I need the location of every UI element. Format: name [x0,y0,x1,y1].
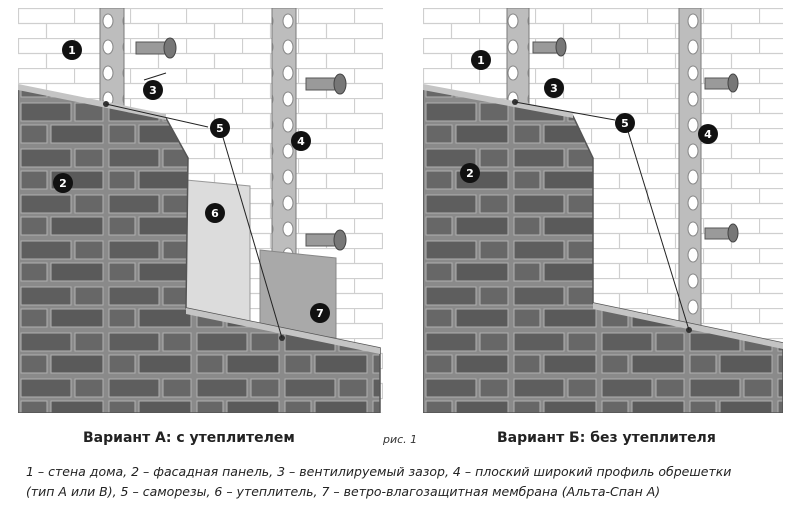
svg-text:4: 4 [297,135,305,148]
legend-line: (тип А или В), 5 – саморезы, 6 – утеплит… [26,484,661,499]
panel-top-edge [18,84,166,120]
wall-bracket [305,73,347,95]
variant-b-caption: Вариант Б: без утеплителя [497,430,716,446]
marker-7: 7 [310,303,330,323]
marker-4: 4 [698,124,718,144]
profile-strip [678,8,702,331]
marker-2: 2 [460,163,480,183]
variant-a-caption: Вариант А: с утеплителем [83,430,295,446]
marker-1: 1 [471,50,491,70]
svg-text:4: 4 [704,128,712,141]
variant-b-drawing: 1 2 3 4 5 [423,8,788,413]
wall-bracket [704,223,739,243]
svg-text:2: 2 [466,167,474,180]
marker-4: 4 [291,131,311,151]
svg-text:7: 7 [316,307,324,320]
insulation-block [185,179,251,329]
marker-3: 3 [544,78,564,98]
svg-text:3: 3 [550,82,558,95]
marker-2: 2 [53,173,73,193]
panel-top-edge [186,308,380,354]
wall-bracket [704,73,739,93]
marker-1: 1 [62,40,82,60]
marker-5: 5 [615,113,635,133]
marker-3: 3 [143,80,163,100]
svg-text:5: 5 [621,117,629,130]
panel-top-edge [423,84,573,118]
svg-text:3: 3 [149,84,157,97]
svg-text:1: 1 [477,54,485,67]
legend: 1 – стена дома, 2 – фасадная панель, 3 –… [26,462,786,502]
svg-text:5: 5 [216,122,224,135]
svg-text:2: 2 [59,177,67,190]
variant-a-drawing: 1 2 3 4 5 6 7 [18,8,383,413]
marker-5: 5 [210,118,230,138]
marker-6: 6 [205,203,225,223]
wall-bracket [532,37,567,57]
legend-line: 1 – стена дома, 2 – фасадная панель, 3 –… [26,464,732,479]
svg-text:6: 6 [211,207,219,220]
membrane [259,249,337,339]
svg-text:1: 1 [68,44,76,57]
figure-label: рис. 1 [383,433,418,446]
wall-bracket [135,37,177,59]
wall-bracket [305,229,347,251]
